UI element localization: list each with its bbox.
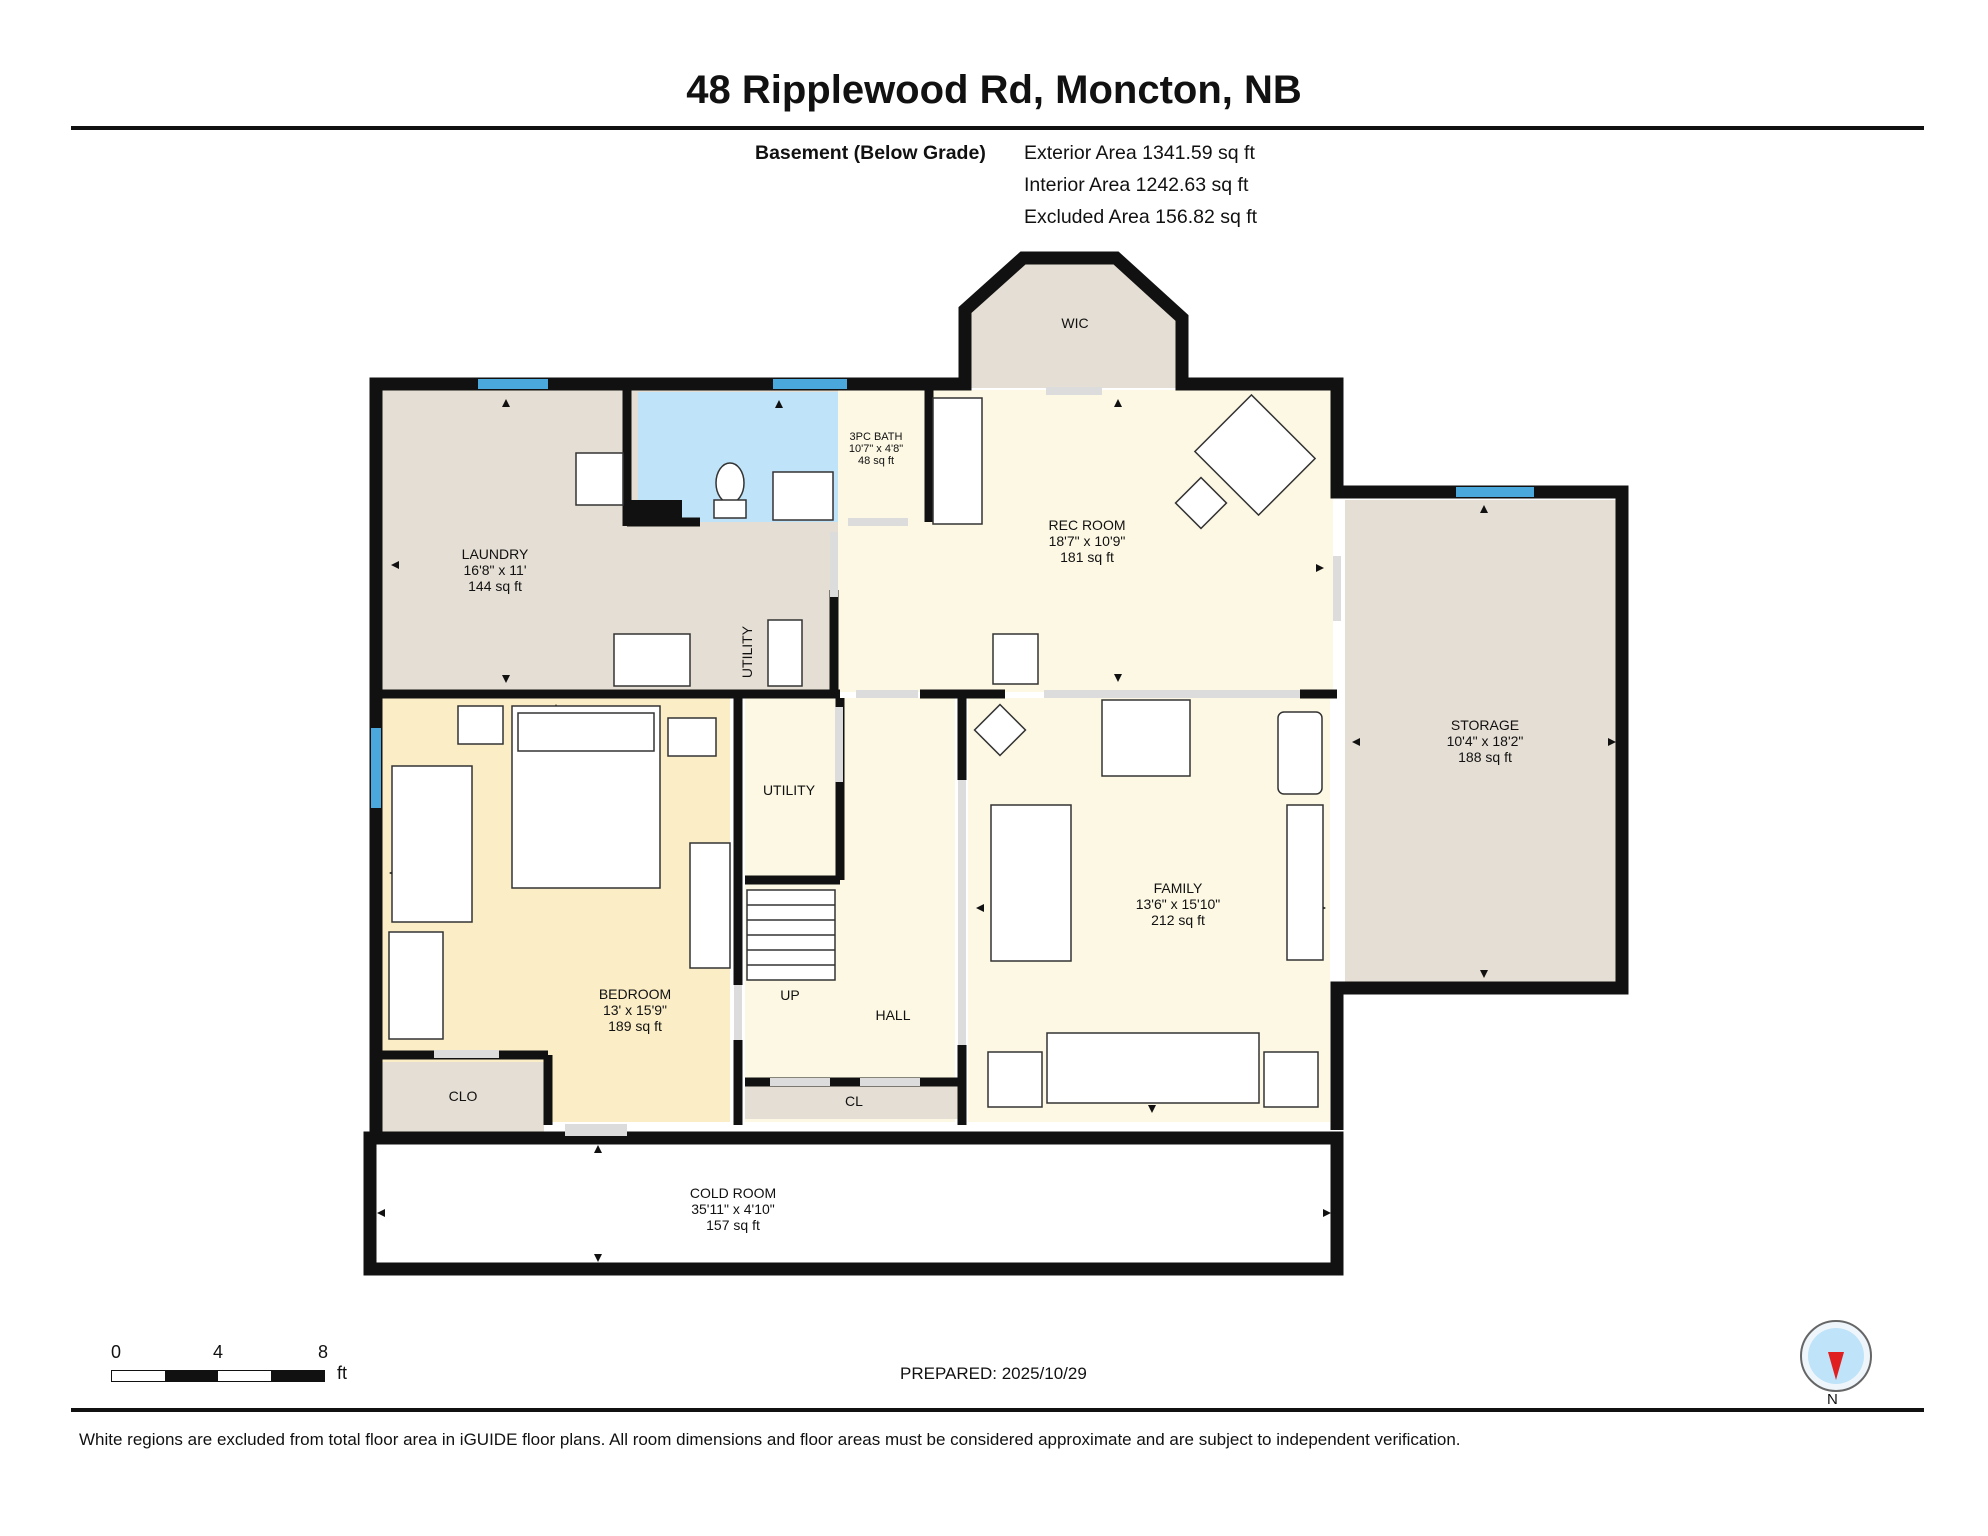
bedroom-name: BEDROOM [599, 986, 671, 1002]
disclaimer: White regions are excluded from total fl… [79, 1430, 1461, 1449]
compass-north-label: N [1827, 1391, 1838, 1408]
vanity-icon [772, 471, 834, 521]
family-name: FAMILY [1154, 880, 1203, 896]
cl-room [745, 1085, 963, 1119]
excluded-area: Excluded Area 156.82 sq ft [1024, 206, 1258, 228]
toilet-icon [715, 462, 745, 504]
page-title: 48 Ripplewood Rd, Moncton, NB [686, 68, 1302, 112]
dimension-markers [377, 399, 1616, 1262]
scale-label-8: 8 [318, 1342, 329, 1362]
walls [363, 251, 1629, 1276]
laundry-area: 144 sq ft [468, 578, 522, 594]
storage-name: STORAGE [1451, 717, 1519, 733]
prepared-date: PREPARED: 2025/10/29 [900, 1364, 1087, 1383]
bedroom-area: 189 sq ft [608, 1018, 662, 1034]
header-rule [71, 126, 1924, 130]
cold-dims: 35'11" x 4'10" [691, 1201, 775, 1217]
bath-dims: 10'7" x 4'8" [849, 443, 903, 455]
scale-label-4: 4 [213, 1342, 224, 1362]
cold-area: 157 sq ft [706, 1217, 760, 1233]
clo-room [380, 1062, 544, 1132]
scale-bar [111, 1370, 325, 1382]
sink-icon [575, 452, 624, 506]
armchair-icon [1193, 393, 1317, 517]
footer-rule [71, 1408, 1924, 1412]
family-area: 212 sq ft [1151, 912, 1205, 928]
sofa-icon [391, 765, 473, 923]
fridge-icon [613, 633, 691, 687]
compass-icon [1800, 1320, 1872, 1392]
rec-name: REC ROOM [1049, 517, 1126, 533]
cold-name: COLD ROOM [690, 1185, 776, 1201]
rec-area: 181 sq ft [1060, 549, 1114, 565]
couch-icon [1046, 1032, 1260, 1104]
bath-area: 48 sq ft [858, 455, 894, 467]
desk-icon [689, 842, 731, 969]
family-dims: 13'6" x 15'10" [1136, 896, 1221, 912]
exterior-area: Exterior Area 1341.59 sq ft [1024, 142, 1255, 164]
doorways [434, 387, 1341, 1136]
furnace-icon [767, 619, 803, 687]
bath-name: 3PC BATH [850, 431, 903, 443]
wic-name: WIC [1061, 315, 1088, 331]
laundry-name: LAUNDRY [462, 546, 529, 562]
level-label: Basement (Below Grade) [755, 142, 986, 164]
storage-area: 188 sq ft [1458, 749, 1512, 765]
family-sofa-icon [990, 804, 1072, 962]
wic-room [968, 258, 1180, 388]
fixtures [388, 393, 1324, 1108]
bed-icon [511, 705, 661, 889]
storage-dims: 10'4" x 18'2" [1447, 733, 1524, 749]
bedroom-dims: 13' x 15'9" [603, 1002, 667, 1018]
utility-upper-name: UTILITY [739, 625, 755, 678]
hall-name: HALL [875, 1007, 910, 1023]
cl-name: CL [845, 1093, 863, 1109]
utility-lower-name: UTILITY [763, 782, 816, 798]
storage-room [1345, 500, 1625, 982]
rec-dims: 18'7" x 10'9" [1049, 533, 1126, 549]
up-label: UP [780, 987, 799, 1003]
scale-unit: ft [337, 1363, 348, 1383]
sink-icon-2 [932, 397, 983, 525]
laundry-dims: 16'8" x 11' [464, 562, 527, 578]
windows [371, 379, 1534, 808]
scale-label-0: 0 [111, 1342, 122, 1362]
table-icon [992, 633, 1039, 685]
clo-name: CLO [449, 1088, 478, 1104]
interior-area: Interior Area 1242.63 sq ft [1024, 174, 1249, 196]
